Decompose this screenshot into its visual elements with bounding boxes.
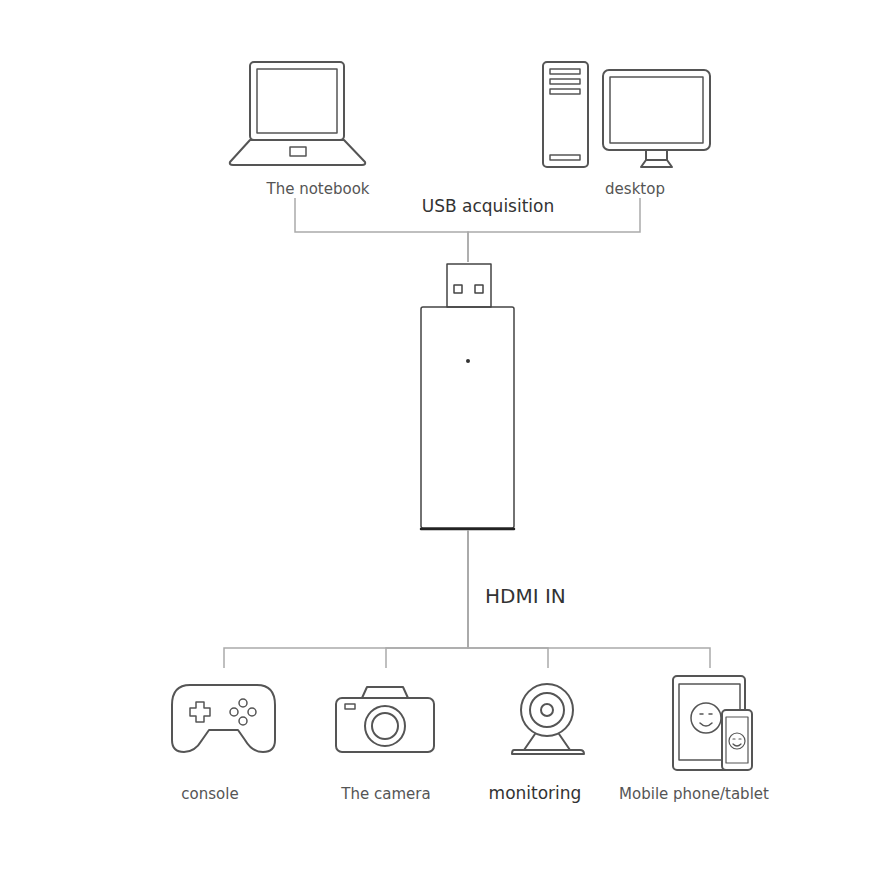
laptop-icon	[230, 62, 365, 165]
tablet-phone-icon	[673, 676, 752, 770]
connector-line	[224, 530, 468, 668]
camera-node: The camera	[326, 668, 446, 803]
webcam-icon	[512, 684, 584, 754]
device-caption: Mobile phone/tablet	[619, 785, 769, 803]
console-node: console	[150, 668, 270, 803]
gamepad-icon	[172, 685, 275, 752]
device-caption: monitoring	[489, 783, 582, 803]
connector-label: USB acquisition	[422, 196, 555, 216]
notebook-node: The notebook	[230, 60, 406, 198]
monitoring-node: monitoring	[475, 668, 595, 803]
usb-dongle	[421, 262, 514, 530]
connector-label: HDMI IN	[485, 584, 566, 608]
desktop-node: desktop	[560, 60, 710, 198]
device-caption: desktop	[605, 180, 665, 198]
desktop-icon	[543, 62, 710, 167]
camera-icon	[336, 687, 434, 752]
connector-line	[386, 530, 468, 668]
connector-line	[468, 530, 710, 668]
usb-dongle-icon	[421, 264, 514, 529]
device-caption: console	[181, 785, 238, 803]
device-caption: The camera	[341, 785, 430, 803]
mobile-node: Mobile phone/tablet	[604, 668, 784, 803]
device-caption: The notebook	[266, 180, 369, 198]
